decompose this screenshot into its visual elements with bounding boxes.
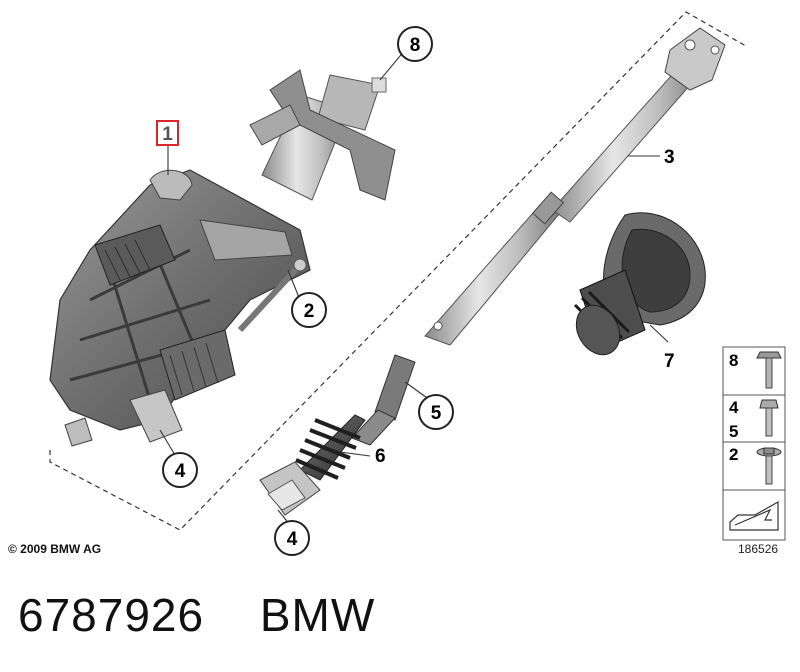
callout-2: 2 [291,292,327,328]
leader-6 [339,451,371,457]
torx-bolt-icon [759,399,779,437]
svg-text:1: 1 [162,124,173,145]
svg-text:3: 3 [664,147,675,168]
part-number: 6787926 [18,589,205,641]
diagram-id: 186526 [738,542,779,556]
svg-text:6: 6 [375,446,386,467]
leader-4a [159,429,176,456]
seal-boot [573,212,706,356]
callout-5: 5 [418,394,454,430]
footer-caption: 6787926 BMW [18,588,375,642]
leader-5 [404,381,431,401]
intermediate-shaft [424,27,726,346]
leader-2 [287,269,301,301]
svg-text:4: 4 [287,529,298,550]
svg-text:2: 2 [729,445,738,464]
svg-text:5: 5 [729,422,738,441]
leader-7 [649,324,669,343]
callout-4b: 4 [274,520,310,556]
callout-7: 7 [664,351,675,372]
steering-column-assembly [49,69,396,447]
svg-text:4: 4 [175,461,186,482]
callout-3: 3 [664,147,675,168]
svg-text:4: 4 [729,398,739,417]
svg-text:2: 2 [304,301,315,322]
brand-name: BMW [259,589,376,641]
flange-bolt-icon [756,447,782,485]
svg-text:5: 5 [431,403,442,424]
callout-1-highlight: 1 [156,120,179,146]
callout-4a: 4 [162,452,198,488]
callout-6: 6 [375,446,386,467]
arrow-symbol-icon [729,500,779,531]
fastener-legend: 8 4 5 2 [722,346,786,541]
lower-shaft-with-boot [259,354,416,516]
svg-text:7: 7 [664,351,675,372]
svg-text:8: 8 [410,35,421,56]
parts-diagram: 8 1 2 3 7 5 6 4 4 8 4 5 [49,11,786,556]
callout-8: 8 [397,26,433,62]
copyright-text: © 2009 BMW AG [8,542,102,556]
hex-bolt-icon [756,351,782,389]
svg-text:8: 8 [729,351,738,370]
